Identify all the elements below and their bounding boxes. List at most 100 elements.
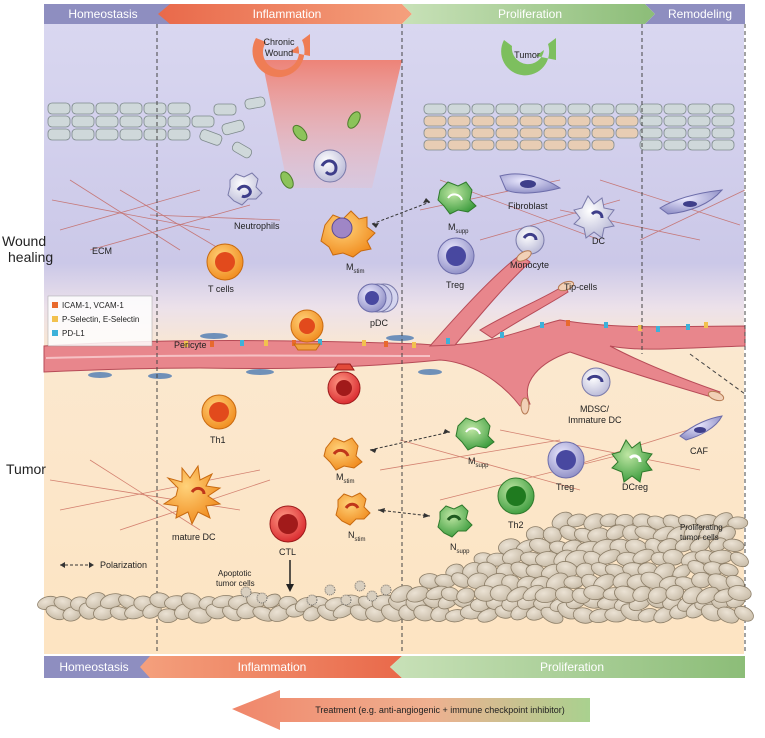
legend-swatch-selectin: [52, 316, 58, 322]
tumor-cell: [430, 605, 450, 622]
neutrophil-cell-2: [313, 149, 347, 183]
tumor-cell: [563, 575, 584, 589]
t-cell: [206, 243, 244, 281]
legend-box: ICAM-1, VCAM-1 P-Selectin, E-Selectin PD…: [47, 295, 153, 347]
label-proliferating-line1: Proliferating: [680, 523, 723, 532]
legend-label-icam: ICAM-1, VCAM-1: [62, 301, 124, 310]
phase-label-inflammation-bottom: Inflammation: [238, 660, 307, 674]
label-ctl: CTL: [279, 547, 296, 557]
mdsc-cell: [581, 367, 611, 397]
th1-cell: [201, 394, 237, 430]
fibroblast-cell-remodeling: [659, 189, 724, 215]
apoptotic-cell: [324, 584, 336, 596]
label-neutrophils: Neutrophils: [234, 221, 280, 231]
bacteria-icon: [280, 111, 361, 189]
label-m-stim-bottom-sub: stim: [344, 479, 355, 485]
phase-label-proliferation-top: Proliferation: [498, 7, 562, 21]
th2-cell: [497, 477, 535, 515]
label-th1: Th1: [210, 435, 226, 445]
label-dcreg: DCreg: [622, 482, 648, 492]
polarization-arrow-icon-mid: [369, 429, 451, 453]
ecm-fibers-bottom: [49, 419, 721, 531]
chronic-wound-line2: Wound: [265, 48, 293, 58]
label-proliferating-line2: tumor cells: [680, 533, 719, 542]
neutrophil-supp: [437, 504, 473, 538]
extravasating-cell: [327, 363, 361, 405]
tumor-cell: [665, 584, 685, 601]
label-ecm: ECM: [92, 246, 112, 256]
label-t-cells: T cells: [208, 284, 234, 294]
legend-swatch-icam: [52, 302, 58, 308]
phase-label-homeostasis-bottom: Homeostasis: [59, 660, 128, 674]
label-m-supp-bottom-sub: supp: [476, 463, 490, 469]
label-apoptotic-line2: tumor cells: [216, 579, 255, 588]
top-phase-bar: Homeostasis Inflammation Proliferation R…: [44, 4, 745, 24]
apoptotic-cell: [306, 594, 318, 606]
tumor-cell: [718, 563, 739, 577]
dendritic-cell-top: [573, 195, 615, 239]
tumor-cell: [632, 548, 655, 564]
mature-dc-cell: [162, 464, 222, 526]
tumor-cell: [730, 551, 749, 568]
tumor-cell: [699, 524, 721, 542]
label-pericyte: Pericyte: [174, 340, 207, 350]
polarization-arrow-icon-top: [371, 198, 431, 228]
macrophage-supp-bottom: [455, 417, 495, 451]
region-label-wound-line2: healing: [8, 249, 53, 265]
legend-label-pdl1: PD-L1: [62, 329, 85, 338]
rolling-t-cell: [290, 309, 324, 351]
region-label-tumor: Tumor: [6, 461, 46, 477]
dcreg-cell: [611, 439, 653, 483]
tumor-cell: [542, 526, 562, 544]
wound-funnel: [262, 60, 402, 188]
phase-label-proliferation-bottom: Proliferation: [540, 660, 604, 674]
label-monocyte: Monocyte: [510, 260, 549, 270]
macrophage-stim-bottom: [323, 437, 363, 471]
label-caf: CAF: [690, 446, 709, 456]
treatment-label: Treatment (e.g. anti-angiogenic + immune…: [315, 705, 565, 715]
label-tip-cells: Tip-cells: [564, 282, 598, 292]
tumor-cell: [734, 605, 754, 622]
label-n-supp-sub: supp: [457, 549, 471, 555]
bottom-phase-bar: Homeostasis Inflammation Proliferation: [44, 656, 745, 678]
label-fibroblast: Fibroblast: [508, 201, 548, 211]
label-mature-dc: mature DC: [172, 532, 216, 542]
tumor-cell: [716, 606, 740, 624]
macrophage-stim-top: [320, 210, 376, 258]
label-treg-bottom: Treg: [556, 482, 574, 492]
tumor-cell: [263, 593, 281, 609]
fibroblast-cell: [499, 173, 562, 194]
apoptotic-cell: [240, 586, 252, 598]
apoptotic-cell: [366, 590, 378, 602]
tumor-cell: [722, 538, 745, 552]
legend-label-selectin: P-Selectin, E-Selectin: [62, 315, 139, 324]
polarization-label: Polarization: [100, 560, 147, 570]
tumor-cell: [696, 586, 719, 605]
macrophage-supp-top: [437, 181, 477, 215]
epithelium-right: [423, 103, 735, 151]
label-m-supp-top-sub: supp: [456, 229, 470, 235]
label-dc: DC: [592, 236, 605, 246]
tumor-cycle-icon: Tumor: [501, 38, 556, 76]
apoptotic-cell: [340, 594, 352, 606]
label-mdsc-line1: MDSC/: [580, 404, 609, 414]
neutrophil-stim: [335, 492, 371, 526]
label-n-stim-sub: stim: [355, 537, 366, 543]
epithelium-left: [47, 96, 266, 159]
phase-label-homeostasis-top: Homeostasis: [68, 7, 137, 21]
label-mdsc-line2: Immature DC: [568, 415, 622, 425]
caf-cell: [679, 415, 723, 441]
tumor-cell: [727, 585, 752, 601]
tumor-cell: [727, 516, 749, 530]
pdc-cell: [357, 283, 399, 313]
phase-label-inflammation-top: Inflammation: [253, 7, 322, 21]
chronic-wound-icon: Chronic Wound: [252, 34, 310, 78]
label-th2: Th2: [508, 520, 524, 530]
treg-cell-bottom: [547, 441, 585, 479]
chronic-wound-line1: Chronic: [263, 37, 295, 47]
treg-cell-top: [437, 237, 475, 275]
apoptotic-cell: [354, 580, 366, 592]
label-treg-top: Treg: [446, 280, 464, 290]
